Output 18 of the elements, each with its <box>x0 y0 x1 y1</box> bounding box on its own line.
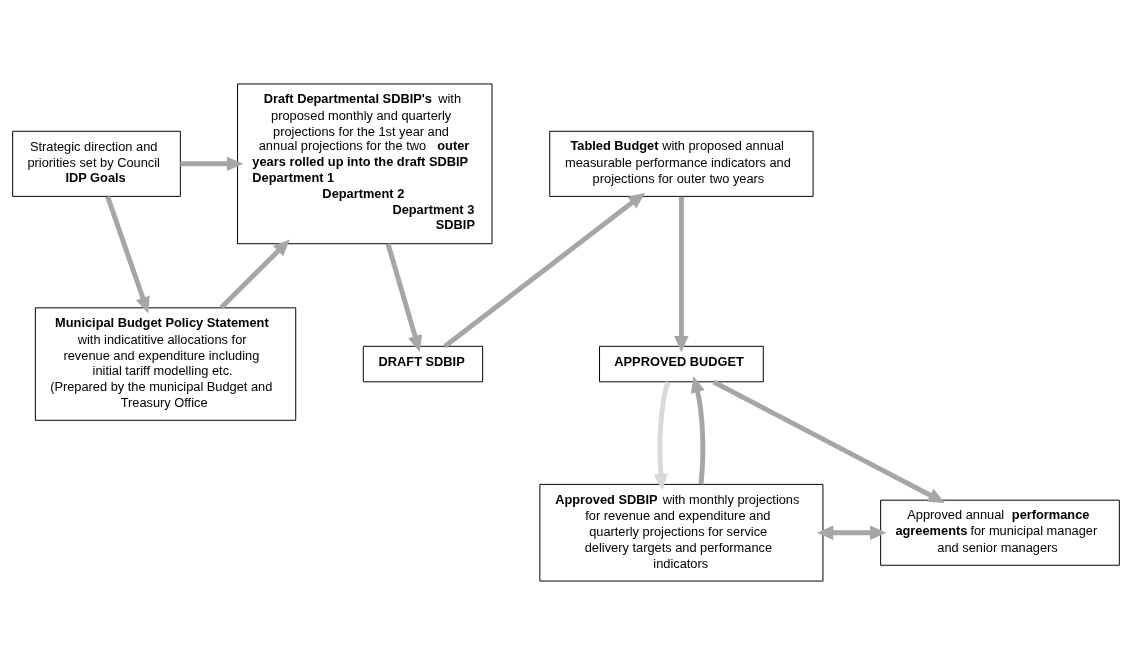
arrow <box>690 376 706 485</box>
node-box: Municipal Budget Policy Statement with indicatitive allocations for revenue and expenditure including initial tariff modelling etc. (Prepared by the municipal Budget and Treasury Office <box>34 307 297 421</box>
node-box: Approved SDBIP with monthly projections for revenue and expenditure and quarterly projections for service delivery targets and performance indicators <box>539 483 824 582</box>
arrow <box>385 243 423 353</box>
node-box: Draft Departmental SDBIP's with proposed monthly and quarterly projections for the 1st year and annual projections for the two outer years rolled up into the draft SDBIP Department 1 Department 2 Department 3 SDBIP <box>237 83 493 245</box>
node-box: Approved annual performance agreements for municipal manager and senior managers <box>880 499 1120 566</box>
node-box: APPROVED BUDGET <box>599 345 764 383</box>
node-box: DRAFT SDBIP <box>362 345 484 383</box>
node-box: Tabled Budget with proposed annual measurable performance indicators and projections for outer two years <box>549 130 814 197</box>
arrow <box>712 379 945 503</box>
arrow <box>653 381 671 491</box>
arrow <box>443 192 646 349</box>
arrow <box>674 196 689 353</box>
node-box: Strategic direction and priorities set by Council IDP Goals <box>12 130 181 197</box>
arrow <box>219 239 290 310</box>
arrow <box>105 195 150 314</box>
arrow <box>180 156 244 172</box>
arrow <box>816 525 887 540</box>
